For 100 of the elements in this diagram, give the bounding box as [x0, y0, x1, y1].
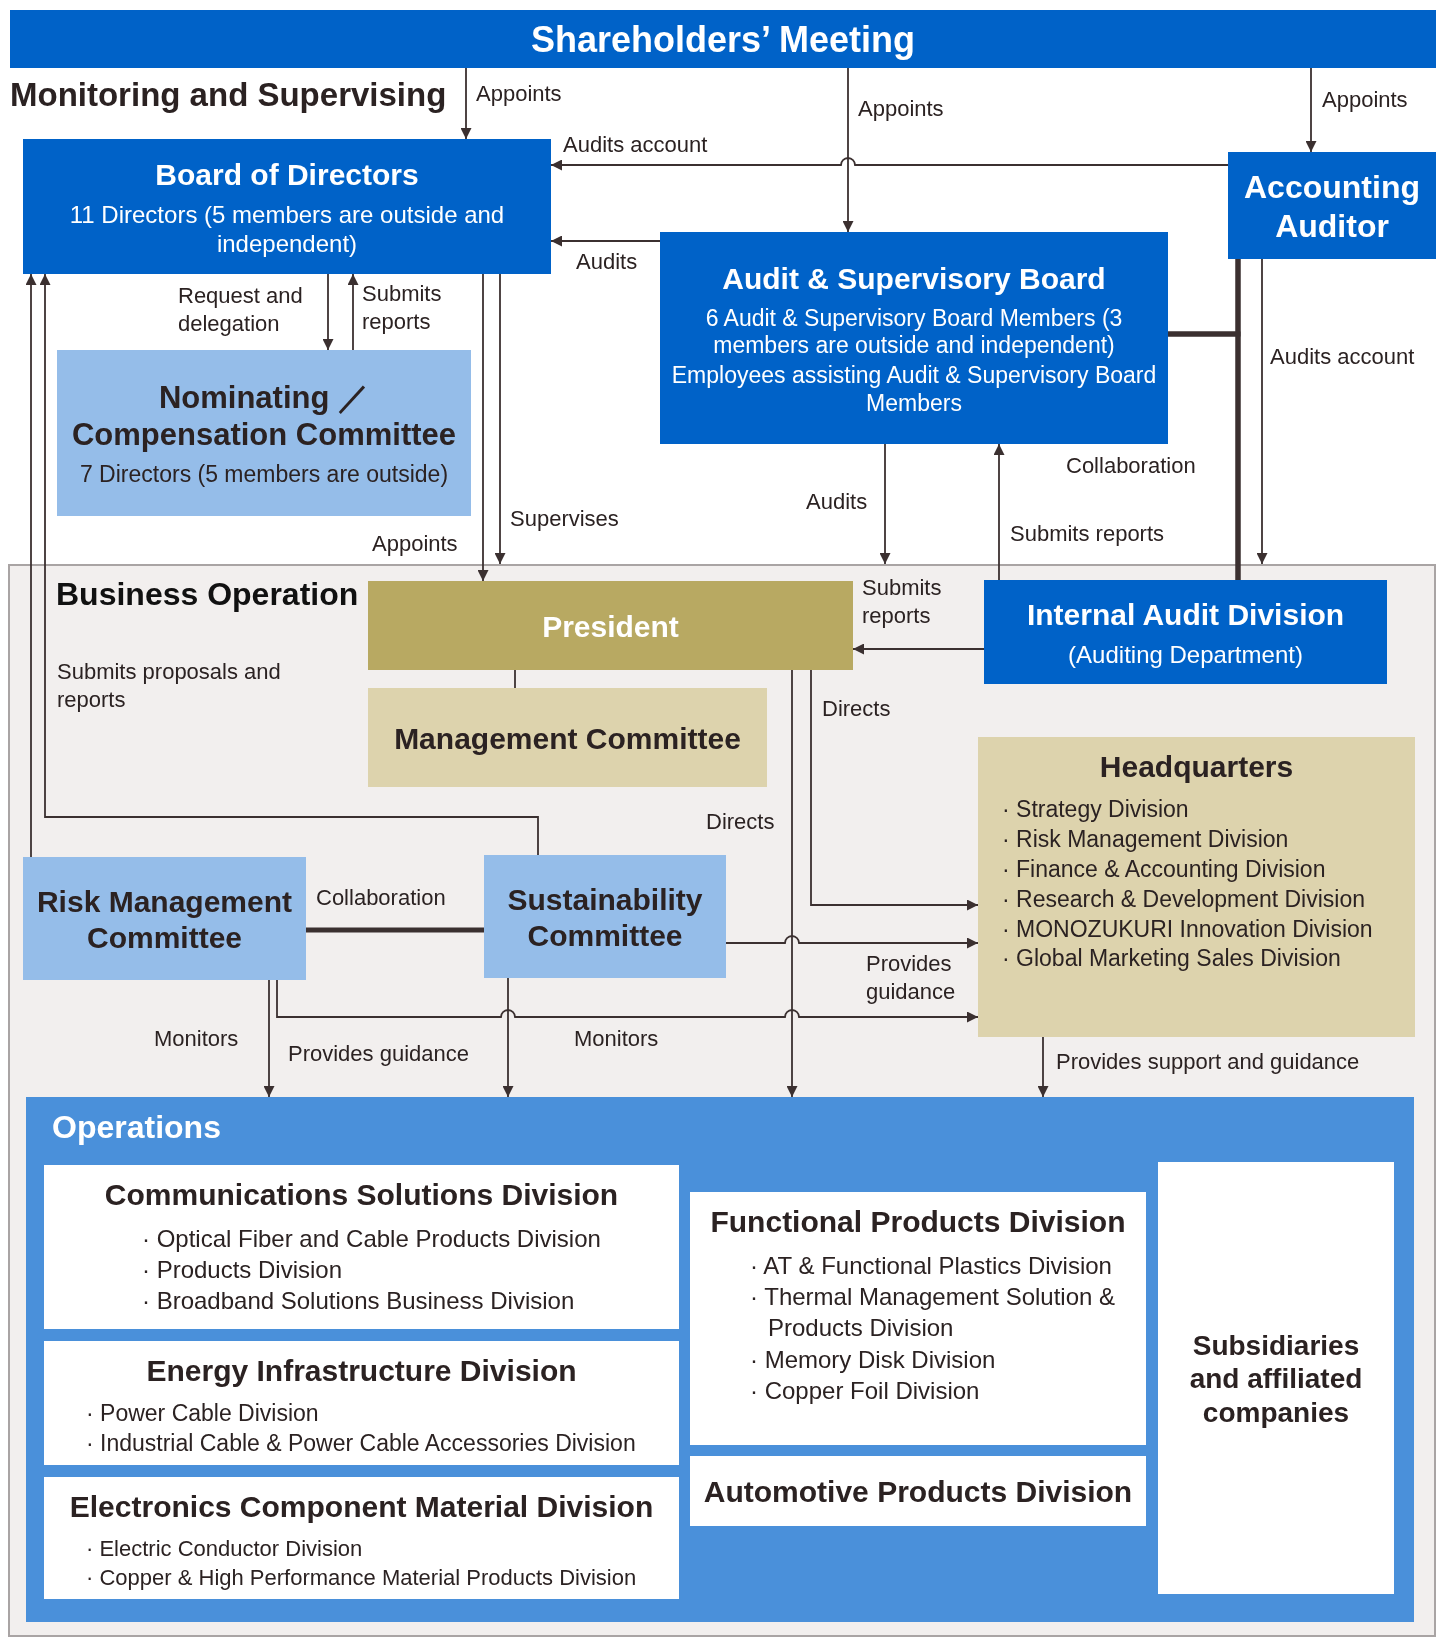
- org-box: [44, 1341, 679, 1465]
- edge-label: Submits reports: [1010, 520, 1165, 548]
- box-text: (Auditing Department): [1068, 640, 1303, 670]
- box-title: Nominating ／ Compensation Committee: [70, 379, 458, 454]
- list-item: · Global Marketing Sales Division: [1002, 944, 1342, 974]
- list-item: · Risk Management Division: [1002, 824, 1290, 854]
- arrow: [276, 979, 979, 1023]
- edge-label: Directs: [706, 808, 775, 836]
- box-title: Management Committee: [394, 720, 741, 757]
- box-text: 6 Audit & Supervisory Board Members (3 members are outside and independent): [704, 304, 1124, 360]
- arrow: [1256, 258, 1268, 565]
- box-title: Internal Audit Division: [1026, 596, 1345, 633]
- box-title: Shareholders’ Meeting: [530, 18, 916, 62]
- edge-label: Appoints: [476, 80, 562, 108]
- edge-label: Submits reports: [862, 574, 943, 629]
- box-title: Communications Solutions Division: [104, 1177, 619, 1213]
- arrow: [25, 273, 37, 858]
- list-item: · MONOZUKURI Innovation Division: [1002, 914, 1374, 944]
- org-box: [368, 581, 853, 670]
- list-item: · Broadband Solutions Business Division: [142, 1286, 576, 1317]
- org-box: [57, 350, 471, 516]
- box-title: Energy Infrastructure Division: [146, 1353, 577, 1389]
- arrow: [550, 235, 661, 247]
- org-box: [984, 580, 1387, 684]
- list-item: · Optical Fiber and Cable Products Division: [142, 1224, 602, 1254]
- box-title: President: [542, 608, 679, 645]
- box-title: Audit & Supervisory Board: [722, 260, 1106, 297]
- edge-label: Appoints: [1322, 86, 1408, 114]
- double-line: [1235, 259, 1241, 580]
- edge-label: Audits: [576, 248, 638, 276]
- org-box: [23, 139, 551, 274]
- org-box: [44, 1165, 679, 1329]
- edge-label: Collaboration: [316, 884, 446, 912]
- arrow: [852, 643, 985, 655]
- edge-label: Provides support and guidance: [1056, 1048, 1360, 1076]
- arrow: [477, 273, 489, 582]
- arrow: [39, 273, 539, 856]
- arrow: [347, 273, 359, 351]
- list-item: · Research & Development Division: [1002, 884, 1367, 914]
- list-item: · Finance & Accounting Division: [1002, 854, 1327, 884]
- box-text: 7 Directors (5 members are outside): [79, 461, 449, 489]
- arrow: [1037, 1036, 1049, 1098]
- box-title: Functional Products Division: [710, 1204, 1126, 1240]
- org-box: [44, 1477, 679, 1599]
- edge-label: Appoints: [858, 95, 944, 123]
- org-box: [10, 10, 1436, 68]
- edge-label: Collaboration: [1066, 452, 1196, 480]
- org-box: [368, 688, 767, 787]
- edge-label: Provides guidance: [288, 1040, 469, 1068]
- edge-label: Submits proposals and reports: [57, 658, 282, 713]
- list-item: · Copper Foil Division: [750, 1375, 981, 1406]
- edge-label: Monitors: [574, 1025, 659, 1053]
- edge-label: Audits account: [1270, 343, 1415, 371]
- arrow: [550, 157, 1229, 171]
- box-title: Headquarters: [1099, 749, 1294, 785]
- double-line: [306, 927, 484, 933]
- list-item: · Memory Disk Division: [750, 1344, 997, 1375]
- box-title: Electronics Component Material Division: [69, 1489, 654, 1525]
- box-title: Automotive Products Division: [703, 1474, 1133, 1510]
- list-item: · Industrial Cable & Power Cable Accessories Division: [86, 1428, 637, 1458]
- arrow: [993, 443, 1005, 581]
- arrow: [494, 273, 506, 565]
- org-box: [484, 855, 726, 978]
- box-title: Risk Management Committee: [35, 883, 294, 956]
- arrow: [725, 935, 979, 949]
- box-text: Employees assisting Audit & Supervisory Board Members: [670, 362, 1158, 418]
- box-title: Subsidiaries and affiliated companies: [1188, 1328, 1364, 1430]
- list-item: · Strategy Division: [1002, 795, 1190, 824]
- org-box: [23, 857, 306, 980]
- edge-label: Audits: [806, 488, 868, 516]
- edge-label: Provides guidance: [866, 950, 957, 1005]
- org-box: [978, 737, 1415, 1037]
- edge-label: Audits account: [563, 131, 708, 159]
- list-item: · Thermal Management Solution & Products Division: [750, 1282, 1117, 1344]
- org-box: [1228, 152, 1436, 259]
- box-title: Board of Directors: [155, 156, 419, 193]
- edge-label: Appoints: [372, 530, 458, 558]
- edge-label: Supervises: [510, 505, 619, 533]
- box-title: Accounting Auditor: [1243, 168, 1421, 245]
- section-heading: Operations: [52, 1109, 221, 1146]
- edge-label: Request and delegation: [178, 282, 304, 337]
- arrow: [502, 977, 514, 1098]
- org-box: [660, 232, 1168, 444]
- section-panel: [26, 1097, 1414, 1622]
- org-box: [690, 1456, 1146, 1526]
- arrow: [879, 443, 891, 565]
- edge-label: Submits reports: [362, 280, 443, 335]
- arrow: [263, 979, 275, 1098]
- list-item: · Products Division: [142, 1255, 344, 1286]
- list-item: · Power Cable Division: [86, 1399, 320, 1428]
- arrow: [842, 67, 854, 233]
- arrow: [460, 67, 472, 140]
- arrow: [810, 669, 979, 911]
- box-text: 11 Directors (5 members are outside and independent): [68, 200, 506, 259]
- org-box: [1158, 1162, 1394, 1594]
- arrow: [1305, 67, 1317, 153]
- box-title: Sustainability Committee: [506, 881, 704, 954]
- section-heading: Monitoring and Supervising: [10, 76, 447, 114]
- section-panel: [8, 564, 1436, 1637]
- arrow: [322, 273, 334, 351]
